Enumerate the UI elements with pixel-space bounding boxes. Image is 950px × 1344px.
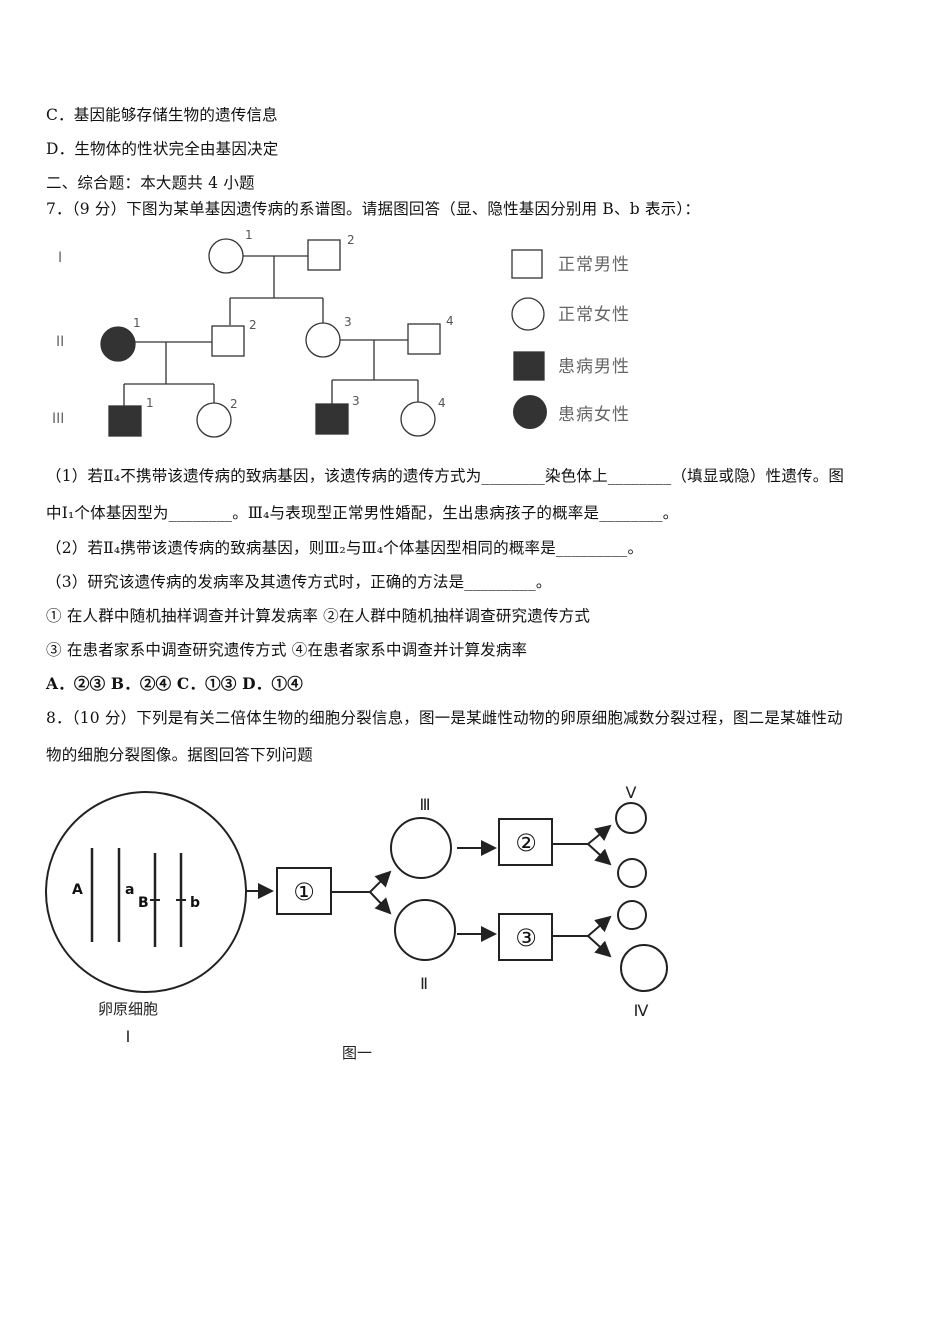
option-d: D．生物体的性状完全由基因决定 [46,140,279,158]
q7-methods-3-4: ③ 在患者家系中调查研究遗传方式 ④在患者家系中调查并计算发病率 [46,641,528,659]
q7-part1-line2: 中Ⅰ₁个体基因型为________。Ⅲ₄与表现型正常男性婚配，生出患病孩子的概率… [46,504,679,522]
cell-IV [620,944,668,992]
label-II: Ⅱ [420,974,428,993]
pedigree-II1 [100,326,136,362]
gene-b: b [190,895,200,911]
q7-stem: 7．（9 分）下图为某单基因遗传病的系谱图。请据图回答（显、隐性基因分别用 B、… [46,200,701,218]
q7-answer-options: A．②③ B．②④ C．①③ D．①④ [46,674,303,693]
cell-V [615,802,647,834]
gen-label-I: I [58,250,62,266]
q8-stem-line1: 8．（10 分）下列是有关二倍体生物的细胞分裂信息，图一是某雌性动物的卵原细胞减… [46,709,843,727]
q8-stem-line2: 物的细胞分裂图像。据图回答下列问题 [46,746,313,764]
num-I1: 1 [245,228,253,242]
label-I: Ⅰ [126,1027,131,1046]
num-III2: 2 [230,397,238,411]
oogonium-label: 卵原细胞 [98,1000,158,1018]
step-2-box [498,818,553,866]
pedigree-chart: I II III 1 2 1 2 3 4 1 2 3 4 正常男性 正常女性 患… [52,228,630,438]
gen-label-III: III [52,411,64,427]
q7-methods-1-2: ① 在人群中随机抽样调查并计算发病率 ②在人群中随机抽样调查研究遗传方式 [46,607,591,625]
label-III: Ⅲ [419,795,430,814]
num-III1: 1 [146,396,154,410]
legend-normal-male: 正常男性 [558,255,630,275]
pedigree-III3 [315,403,349,435]
num-I2: 2 [347,233,355,247]
pedigree-III2 [196,402,232,438]
legend-affected-male-symbol [513,351,545,381]
gen-label-II: II [56,334,64,350]
legend-affected-male: 患病男性 [558,357,630,377]
q7-part2: （2）若Ⅱ₄携带该遗传病的致病基因，则Ⅲ₂与Ⅲ₄个体基因型相同的概率是_____… [46,539,644,557]
cell-II [394,899,456,961]
pedigree-II4 [407,323,441,355]
gene-B: B [138,895,149,911]
q7-part1-line1: （1）若Ⅱ₄不携带该遗传病的致病基因，该遗传病的遗传方式为________染色体… [46,467,845,485]
cell-III [390,817,452,879]
legend-normal-female-symbol [511,297,545,331]
num-III4: 4 [438,396,446,410]
gene-A: A [72,882,83,898]
figure-1-meiosis: A a B b ① ② ③ Ⅲ Ⅱ Ⅴ Ⅳ Ⅰ 卵原细胞 图一 [45,783,668,1062]
pedigree-II3 [305,322,341,358]
pedigree-III1 [108,405,142,437]
label-IV: Ⅳ [634,1001,649,1020]
num-III3: 3 [352,394,360,408]
cell-polar-body-1 [617,858,647,888]
num-II1: 1 [133,316,141,330]
step-1-label: ① [293,878,315,906]
legend-affected-female: 患病女性 [558,405,630,425]
pedigree-I2 [307,239,341,271]
pedigree-III4 [400,401,436,437]
option-c: C．基因能够存储生物的遗传信息 [46,106,278,124]
num-II2: 2 [249,318,257,332]
legend-affected-female-symbol [513,395,547,429]
section-heading: 二、综合题：本大题共 4 小题 [46,174,255,192]
step-3-label: ③ [515,924,537,952]
legend-normal-male-symbol [511,249,543,279]
num-II4: 4 [446,314,454,328]
label-V: Ⅴ [626,783,637,802]
pedigree-II2 [211,325,245,357]
legend-normal-female: 正常女性 [558,305,630,325]
gene-a: a [125,882,134,898]
num-II3: 3 [344,315,352,329]
pedigree-I1 [208,238,244,274]
q7-part3: （3）研究该遗传病的发病率及其遗传方式时，正确的方法是_________。 [46,573,552,591]
figure-1-caption: 图一 [342,1044,372,1062]
step-2-label: ② [515,829,537,857]
cell-polar-body-2 [617,900,647,930]
